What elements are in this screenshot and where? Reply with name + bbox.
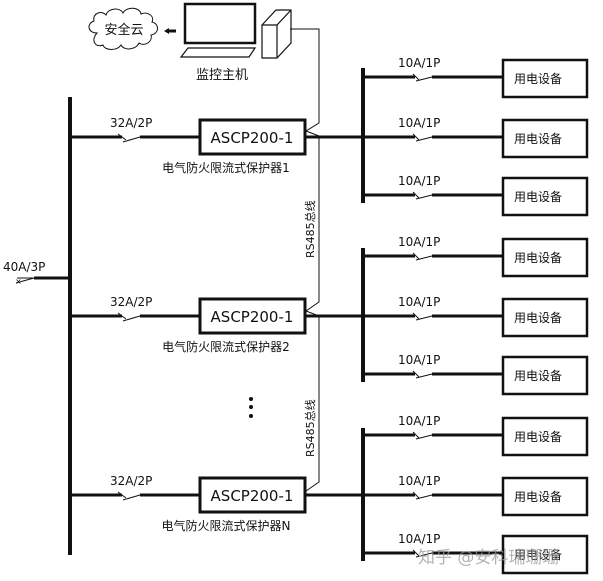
ellipsis-dots (249, 397, 253, 418)
computer-tower-icon (261, 9, 292, 59)
cloud-icon (88, 7, 158, 50)
branch-breaker-label: 10A/1P (398, 235, 440, 249)
host-label: 监控主机 (196, 68, 248, 83)
monitor-icon (179, 2, 257, 58)
load-device-label: 用电设备 (514, 369, 562, 383)
branch-breaker-label: 10A/1P (398, 56, 440, 70)
load-device-box (501, 118, 589, 159)
arrow-left-icon (164, 28, 176, 34)
load-device-box (501, 58, 589, 99)
load-device-box (501, 176, 589, 217)
protector-box (198, 476, 307, 514)
rs485-label-2: RS485总线 (303, 399, 317, 457)
load-device-box (501, 297, 589, 338)
feeder-breaker-label: 32A/2P (110, 116, 152, 130)
protector-box (198, 297, 307, 335)
branch-breaker-label: 10A/1P (398, 116, 440, 130)
load-device-label: 用电设备 (514, 430, 562, 444)
branch-circuit: 10A/1P 用电设备 (363, 353, 589, 396)
branch-circuit: 10A/1P 用电设备 (363, 174, 589, 217)
branch-breaker-label: 10A/1P (398, 353, 440, 367)
load-device-label: 用电设备 (514, 490, 562, 504)
load-device-label: 用电设备 (514, 311, 562, 325)
branch-breaker-label: 10A/1P (398, 174, 440, 188)
load-device-label: 用电设备 (514, 251, 562, 265)
load-device-label: 用电设备 (514, 548, 562, 562)
load-device-box (501, 237, 589, 278)
load-device-label: 用电设备 (514, 72, 562, 86)
load-device-box (501, 534, 589, 575)
protector-model: ASCP200-1 (211, 129, 294, 147)
protector-caption: 电气防火限流式保护器2 (162, 339, 290, 354)
branch-circuit: 10A/1P 用电设备 (363, 414, 589, 457)
main-breaker-switch: × (15, 276, 70, 286)
load-device-label: 用电设备 (514, 190, 562, 204)
main-breaker-label: 40A/3P (3, 260, 45, 274)
branch-breaker-label: 10A/1P (398, 295, 440, 309)
protector-caption: 电气防火限流式保护器1 (162, 160, 290, 175)
load-device-box (501, 416, 589, 457)
branch-breaker-label: 10A/1P (398, 474, 440, 488)
branch-breaker-label: 10A/1P (398, 532, 440, 546)
protector-model: ASCP200-1 (211, 308, 294, 326)
protector-box (198, 118, 307, 156)
branch-circuit: 10A/1P 用电设备 (363, 56, 589, 99)
branch-circuit: 10A/1P 用电设备 (363, 295, 589, 338)
branch-circuit: 10A/1P 用电设备 (363, 532, 589, 575)
feeder-breaker-label: 32A/2P (110, 295, 152, 309)
branch-circuit: 10A/1P 用电设备 (363, 235, 589, 278)
feeder-breaker-label: 32A/2P (110, 474, 152, 488)
branch-circuit: 10A/1P 用电设备 (363, 474, 589, 517)
rs485-label-1: RS485总线 (303, 200, 317, 258)
feeder-1: 32A/2PASCP200-1电气防火限流式保护器110A/1P用电设备10A/… (70, 56, 589, 217)
branch-breaker-label: 10A/1P (398, 414, 440, 428)
load-device-label: 用电设备 (514, 132, 562, 146)
feeder-breaker-switch (117, 491, 141, 501)
rs485-bus-line (290, 28, 320, 492)
branch-circuit: 10A/1P 用电设备 (363, 116, 589, 159)
protector-model: ASCP200-1 (211, 487, 294, 505)
feeder-2: 32A/2PASCP200-1电气防火限流式保护器210A/1P用电设备10A/… (70, 235, 589, 396)
feeders: 32A/2PASCP200-1电气防火限流式保护器110A/1P用电设备10A/… (70, 56, 589, 575)
load-device-box (501, 355, 589, 396)
svg-text:×: × (15, 277, 22, 286)
watermark: 知乎 @安科瑞珊珊 (418, 548, 559, 568)
load-device-box (501, 476, 589, 517)
cloud-label: 安全云 (104, 22, 143, 38)
feeder-3: 32A/2PASCP200-1电气防火限流式保护器N10A/1P用电设备10A/… (70, 414, 589, 575)
feeder-breaker-switch (117, 312, 141, 322)
feeder-breaker-switch (117, 133, 141, 143)
protector-caption: 电气防火限流式保护器N (162, 518, 291, 533)
